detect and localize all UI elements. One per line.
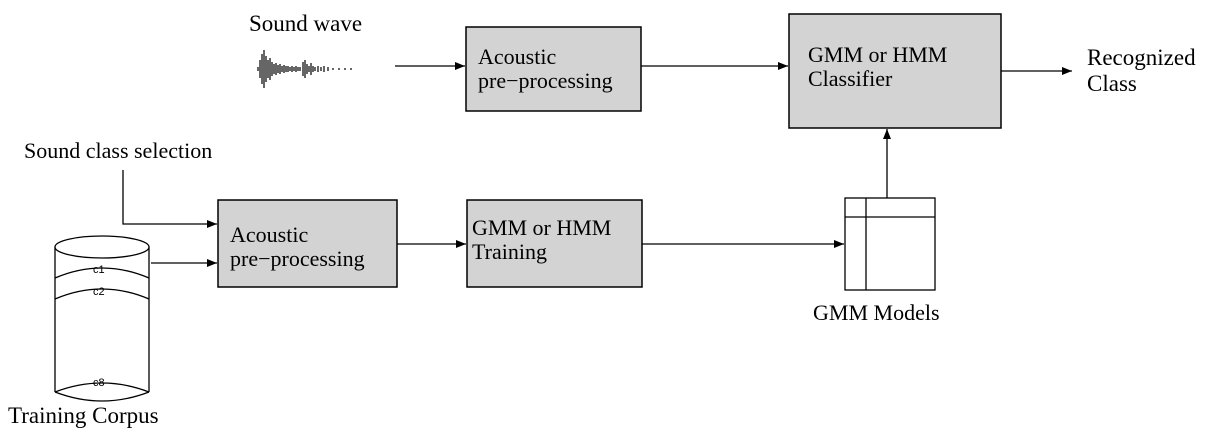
gmm-models-table-icon <box>844 197 936 291</box>
arrow-class-selection-to-acoustic <box>122 170 217 228</box>
classifier-line1: GMM or HMM <box>808 42 948 67</box>
recognized-label-line1: Recognized <box>1087 45 1196 70</box>
corpus-section-c8: c8 <box>93 377 105 389</box>
corpus-section-c1: c1 <box>93 264 105 276</box>
recognized-label-line2: Class <box>1087 71 1137 96</box>
corpus-section-c2: c2 <box>93 286 105 298</box>
sound-class-selection-label: Sound class selection <box>24 138 213 163</box>
training-line1: GMM or HMM <box>472 215 612 240</box>
acoustic-top-line2: pre−processing <box>478 68 613 93</box>
training-corpus-label: Training Corpus <box>8 403 159 428</box>
training-line2: Training <box>472 239 547 264</box>
classifier-line2: Classifier <box>808 66 893 91</box>
training-box <box>466 199 643 288</box>
acoustic-top-line1: Acoustic <box>478 44 557 69</box>
acoustic-preprocessing-top-box <box>465 26 642 112</box>
gmm-models-label: GMM Models <box>813 300 940 325</box>
acoustic-bottom-line2: pre−processing <box>230 246 365 271</box>
connectors <box>122 62 1072 267</box>
sound-wave-icon <box>257 50 352 88</box>
acoustic-bottom-line1: Acoustic <box>230 222 309 247</box>
acoustic-preprocessing-bottom-box <box>217 199 398 288</box>
training-corpus-cylinder-icon <box>54 235 150 402</box>
sound-wave-label: Sound wave <box>249 11 363 36</box>
